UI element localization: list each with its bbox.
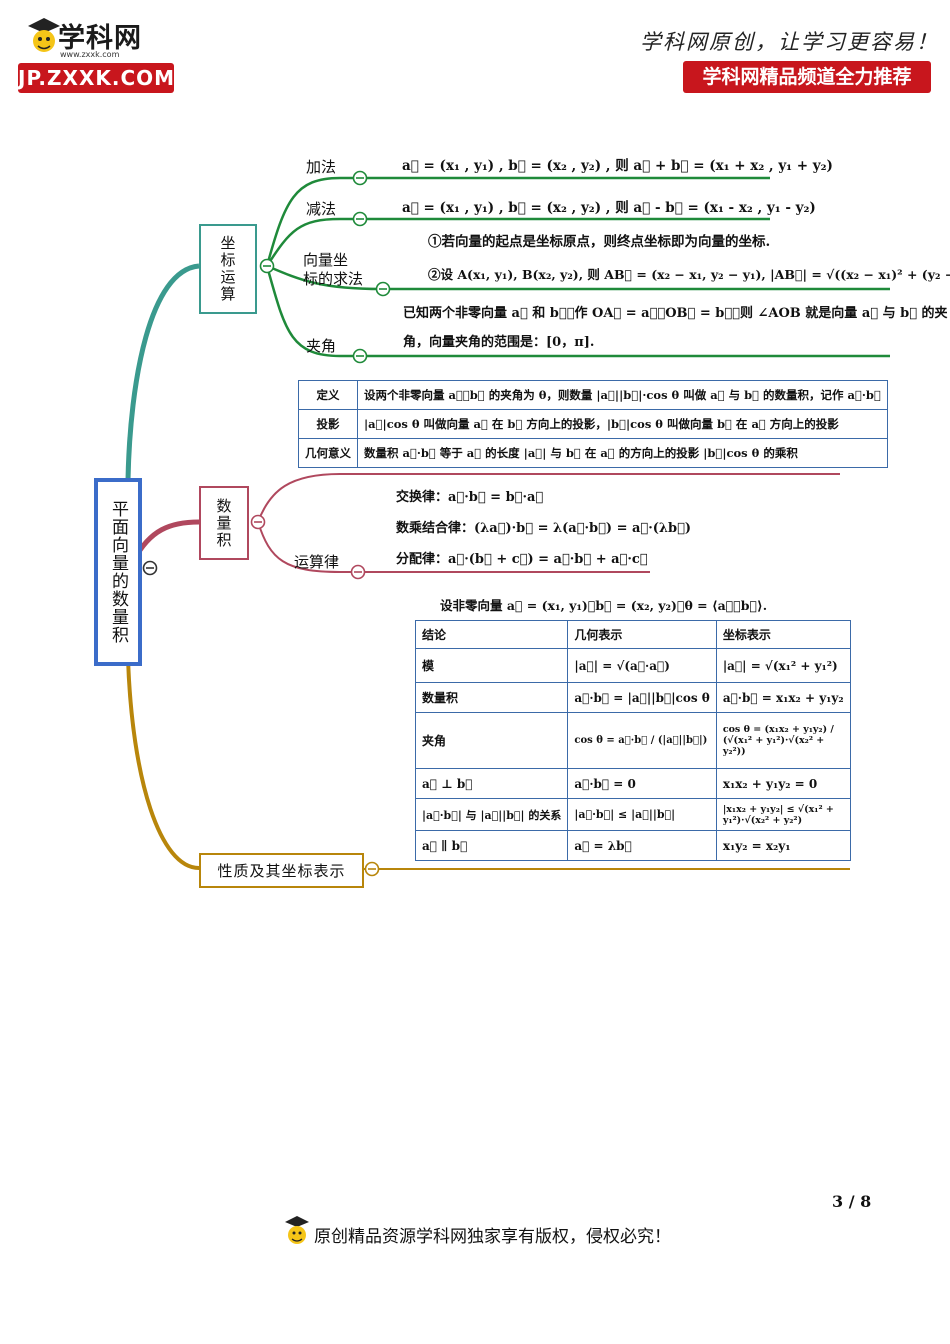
table-cell: |a⃗|cos θ 叫做向量 a⃗ 在 b⃗ 方向上的投影，|b⃗|cos θ … [357, 409, 888, 439]
table-cell: a⃗·b⃗ = x₁x₂ + y₁y₂ [715, 682, 851, 713]
text-law-commutative: 交换律：a⃗·b⃗ = b⃗·a⃗ [396, 490, 544, 505]
table-cell: 夹角 [414, 712, 569, 769]
label-subtraction: 减法 [306, 200, 337, 218]
label-addition: 加法 [306, 158, 337, 176]
table-cell: cos θ = (x₁x₂ + y₁y₂) / (√(x₁² + y₁²)·√(… [715, 712, 851, 769]
definition-table: 定义 设两个非零向量 a⃗，b⃗ 的夹角为 θ，则数量 |a⃗||b⃗|·cos… [298, 380, 888, 468]
table-row: 夹角 cos θ = a⃗·b⃗ / (|a⃗||b⃗|) cos θ = (x… [414, 712, 851, 769]
table-cell: |a⃗·b⃗| 与 |a⃗||b⃗| 的关系 [414, 798, 569, 831]
node-properties[interactable]: 性质及其坐标表示 [199, 853, 364, 888]
table-cell: a⃗·b⃗ = 0 [567, 768, 717, 799]
table-cell: cos θ = a⃗·b⃗ / (|a⃗||b⃗|) [567, 712, 717, 769]
text-subtraction: a⃗ = (x₁ , y₁) , b⃗ = (x₂ , y₂) , 则 a⃗ -… [402, 200, 816, 216]
table-cell: a⃗ ∥ b⃗ [414, 830, 569, 861]
label-operation-laws: 运算律 [294, 553, 340, 571]
logo [14, 14, 184, 100]
copyright-footer: 原创精品资源学科网独家享有版权，侵权必究！ [314, 1227, 671, 1247]
label-angle: 夹角 [306, 337, 337, 355]
logo-url: www.zxxk.com [60, 50, 120, 59]
logo-site-banner[interactable]: JP.ZXXK.COM [18, 63, 174, 93]
table-cell: |x₁x₂ + y₁y₂| ≤ √(x₁² + y₁²)·√(x₂² + y₂²… [715, 798, 851, 831]
properties-table: 结论 几何表示 坐标表示 模 |a⃗| = √(a⃗·a⃗) |a⃗| = √(… [414, 620, 851, 861]
recommend-banner[interactable]: 学科网精品频道全力推荐 [683, 61, 931, 93]
mascot-icon [285, 1216, 309, 1244]
text-angle-2: 角，向量夹角的范围是：[0，π]. [403, 335, 595, 350]
table-header-row: 结论 几何表示 坐标表示 [414, 620, 851, 649]
table-cell: a⃗ = λb⃗ [567, 830, 717, 861]
root-node[interactable]: 平面向量的数量积 [94, 478, 142, 666]
table-cell: 设两个非零向量 a⃗，b⃗ 的夹角为 θ，则数量 |a⃗||b⃗|·cos θ … [357, 380, 888, 410]
table-cell: |a⃗| = √(x₁² + y₁²) [715, 648, 851, 683]
table-cell: |a⃗·b⃗| ≤ |a⃗||b⃗| [567, 798, 717, 831]
table-row: 数量积 a⃗·b⃗ = |a⃗||b⃗|cos θ a⃗·b⃗ = x₁x₂ +… [414, 682, 851, 713]
text-vector-coord-1: ①若向量的起点是坐标原点，则终点坐标即为向量的坐标. [428, 234, 771, 250]
node-dot-product[interactable]: 数量积 [199, 486, 249, 560]
table-row: 模 |a⃗| = √(a⃗·a⃗) |a⃗| = √(x₁² + y₁²) [414, 648, 851, 683]
table-row: |a⃗·b⃗| 与 |a⃗||b⃗| 的关系 |a⃗·b⃗| ≤ |a⃗||b⃗… [414, 798, 851, 831]
table-row: a⃗ ⊥ b⃗ a⃗·b⃗ = 0 x₁x₂ + y₁y₂ = 0 [414, 768, 851, 799]
table-header: 坐标表示 [715, 620, 851, 649]
table-cell: 投影 [298, 409, 358, 439]
table-cell: 模 [414, 648, 569, 683]
page-number: 3 / 8 [832, 1192, 872, 1211]
text-addition: a⃗ = (x₁ , y₁) , b⃗ = (x₂ , y₂) , 则 a⃗ +… [402, 158, 833, 174]
table-row: 定义 设两个非零向量 a⃗，b⃗ 的夹角为 θ，则数量 |a⃗||b⃗|·cos… [298, 380, 888, 410]
table-cell: 定义 [298, 380, 358, 410]
mascot-icon [28, 18, 60, 52]
table-cell: a⃗·b⃗ = |a⃗||b⃗|cos θ [567, 682, 717, 713]
label-vector-coord-1: 向量坐 [303, 251, 349, 269]
table-row: 几何意义 数量积 a⃗·b⃗ 等于 a⃗ 的长度 |a⃗| 与 b⃗ 在 a⃗ … [298, 438, 888, 468]
table-cell: x₁y₂ = x₂y₁ [715, 830, 851, 861]
table-row: a⃗ ∥ b⃗ a⃗ = λb⃗ x₁y₂ = x₂y₁ [414, 830, 851, 861]
text-vector-coord-2: ②设 A(x₁, y₁), B(x₂, y₂), 则 AB⃗ = (x₂ − x… [428, 267, 950, 282]
table-cell: |a⃗| = √(a⃗·a⃗) [567, 648, 717, 683]
table-cell: a⃗ ⊥ b⃗ [414, 768, 569, 799]
table-cell: 几何意义 [298, 438, 358, 468]
text-properties-intro: 设非零向量 a⃗ = (x₁, y₁)，b⃗ = (x₂, y₂)，θ = ⟨a… [440, 598, 768, 613]
table-cell: x₁x₂ + y₁y₂ = 0 [715, 768, 851, 799]
table-row: 投影 |a⃗|cos θ 叫做向量 a⃗ 在 b⃗ 方向上的投影，|b⃗|cos… [298, 409, 888, 439]
node-coordinate-operations[interactable]: 坐标运算 [199, 224, 257, 314]
text-law-scalar: 数乘结合律：(λa⃗)·b⃗ = λ(a⃗·b⃗) = a⃗·(λb⃗) [396, 521, 692, 536]
logo-title: 学科网 [58, 23, 142, 54]
table-cell: 数量积 [414, 682, 569, 713]
table-header: 几何表示 [567, 620, 717, 649]
text-law-distributive: 分配律：a⃗·(b⃗ + c⃗) = a⃗·b⃗ + a⃗·c⃗ [396, 552, 648, 567]
text-angle-1: 已知两个非零向量 a⃗ 和 b⃗，作 OA⃗ = a⃗，OB⃗ = b⃗，则 ∠… [403, 306, 948, 321]
slogan: 学科网原创，让学习更容易！ [640, 30, 939, 54]
table-cell: 数量积 a⃗·b⃗ 等于 a⃗ 的长度 |a⃗| 与 b⃗ 在 a⃗ 的方向上的… [357, 438, 888, 468]
table-header: 结论 [414, 620, 569, 649]
label-vector-coord-2: 标的求法 [303, 270, 364, 288]
